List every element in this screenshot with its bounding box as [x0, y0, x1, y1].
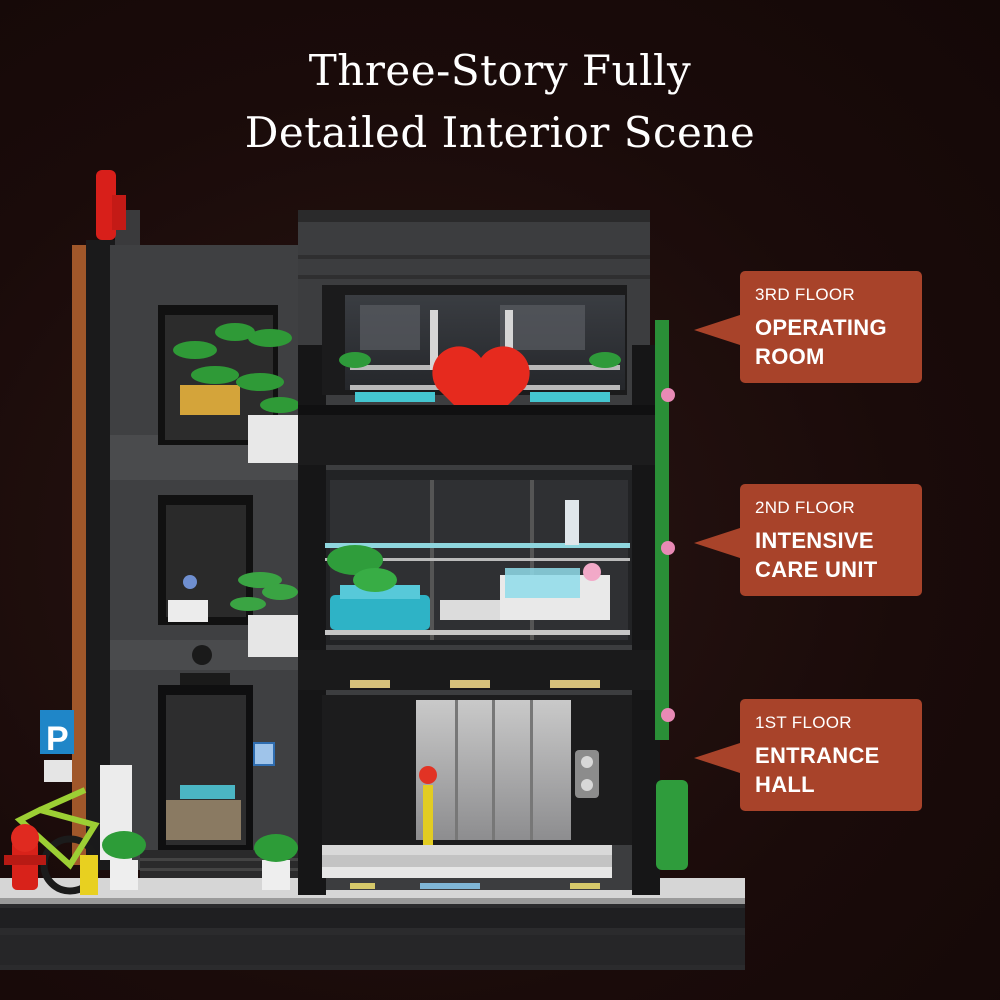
floor-1-entrance-hall	[322, 695, 632, 889]
main-tower	[298, 210, 660, 895]
left-wing	[72, 240, 300, 878]
plants-top	[173, 323, 300, 413]
heart-logo	[432, 346, 530, 432]
fire-hydrant	[4, 824, 98, 895]
callout-1st-floor: 1ST FLOOR ENTRANCE HALL	[694, 699, 922, 811]
callout-floor-label: 1ST FLOOR	[755, 713, 852, 732]
callout-room-line-2: ROOM	[755, 344, 825, 369]
roof-vent	[96, 170, 140, 245]
callout-floor-label: 2ND FLOOR	[755, 498, 855, 517]
callout-pointer	[694, 315, 740, 345]
callout-room-line-1: INTENSIVE	[755, 528, 874, 553]
title-line-2: Detailed Interior Scene	[244, 108, 756, 157]
callout-room-name: INTENSIVE CARE UNIT	[755, 526, 922, 584]
callout-room-line-1: OPERATING	[755, 315, 887, 340]
callout-2nd-floor: 2ND FLOOR INTENSIVE CARE UNIT	[694, 484, 922, 596]
callout-room-name: ENTRANCE HALL	[755, 741, 922, 799]
callout-pointer	[694, 743, 740, 773]
callout-room-name: OPERATING ROOM	[755, 313, 922, 371]
floor-3-operating-room	[322, 285, 627, 402]
base-plate	[0, 878, 745, 970]
plants-middle	[230, 572, 298, 611]
svg-text:P: P	[46, 720, 69, 758]
floor-2-icu	[325, 470, 632, 645]
callout-floor-label: 3RD FLOOR	[755, 285, 855, 304]
callout-room-line-2: HALL	[755, 772, 815, 797]
callout-3rd-floor: 3RD FLOOR OPERATING ROOM	[694, 271, 922, 383]
page-title: Three-Story Fully Detailed Interior Scen…	[0, 40, 1000, 164]
callout-room-line-2: CARE UNIT	[755, 557, 878, 582]
hospital-building-model: P	[0, 170, 745, 970]
callout-pointer	[694, 528, 740, 558]
callout-room-line-1: ENTRANCE	[755, 743, 880, 768]
ivy-vines	[655, 320, 688, 870]
title-line-1: Three-Story Fully	[308, 46, 692, 95]
